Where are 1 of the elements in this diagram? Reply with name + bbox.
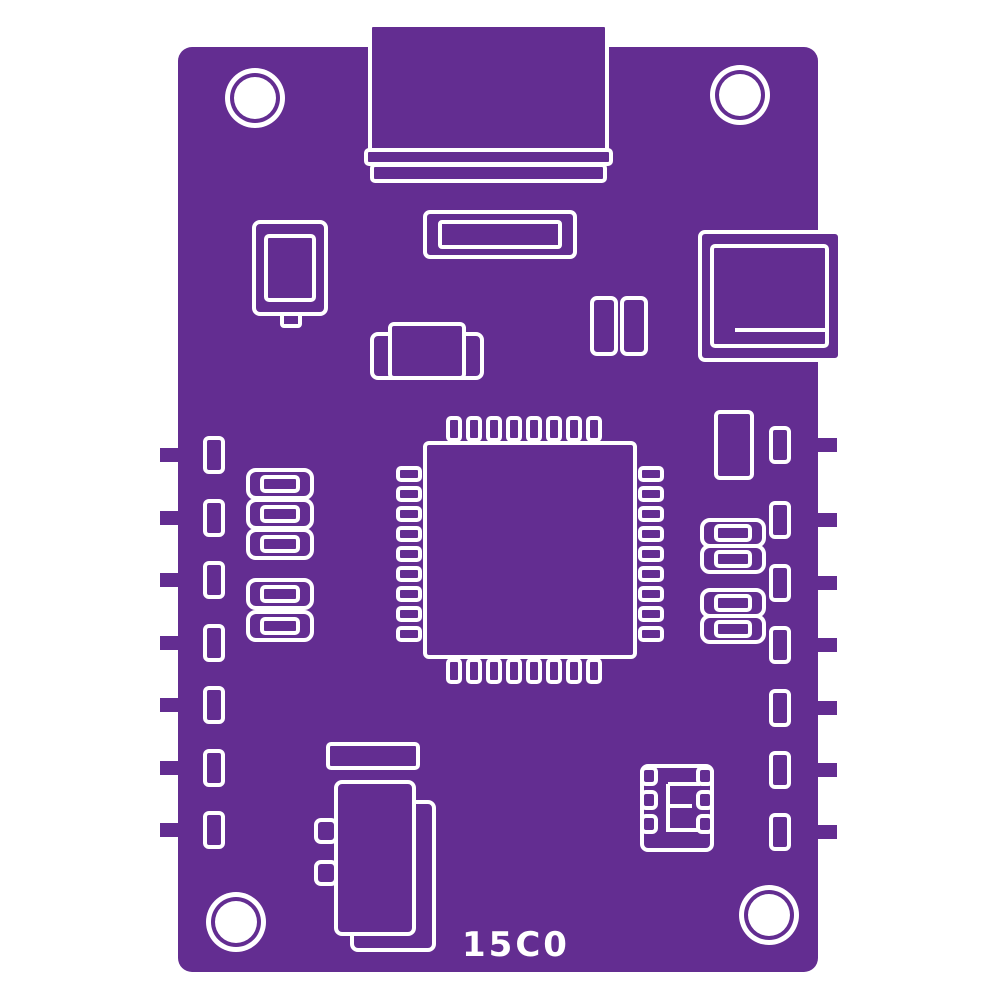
board-marking: 15C0 (462, 925, 570, 965)
